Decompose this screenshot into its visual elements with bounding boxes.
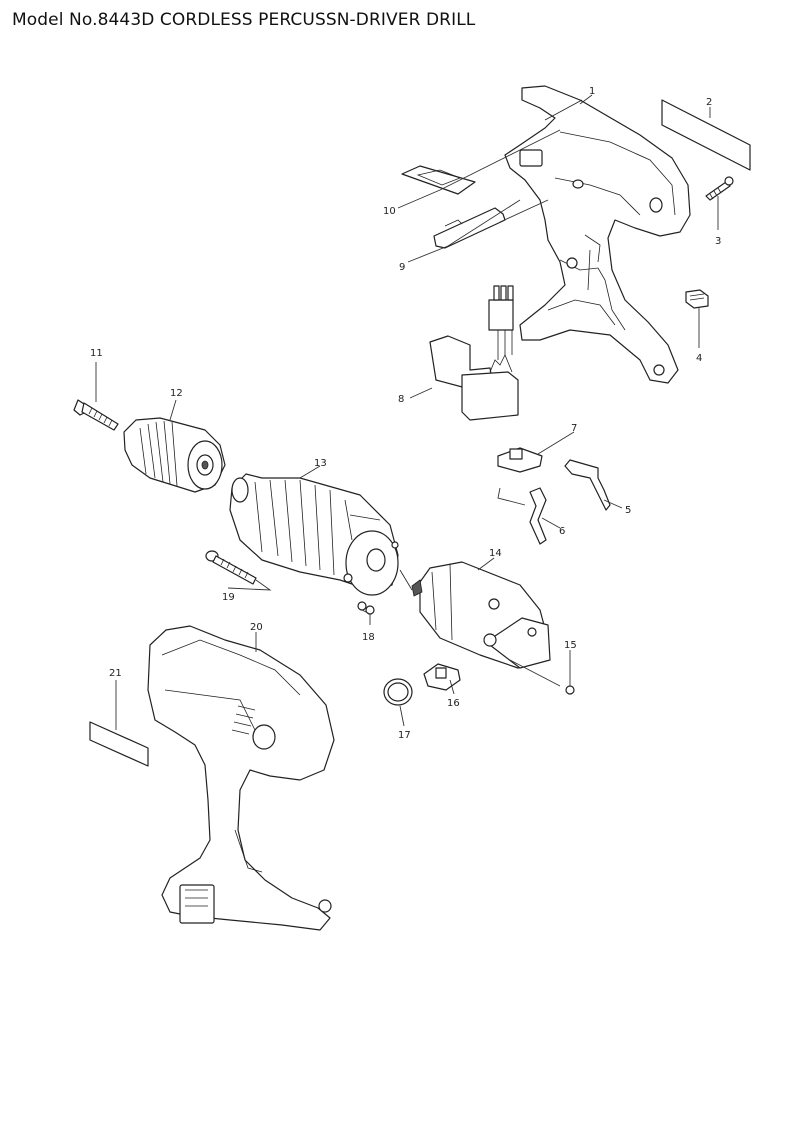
part-screw-3[interactable] — [705, 176, 734, 201]
callout-16: 16 — [447, 698, 460, 709]
part-terminal-7[interactable] — [497, 447, 543, 473]
callout-9: 9 — [399, 262, 405, 273]
callout-4: 4 — [696, 353, 702, 364]
callout-2: 2 — [706, 97, 712, 108]
callout-1: 1 — [589, 86, 595, 97]
part-housing-left[interactable] — [147, 625, 335, 931]
part-brush-16[interactable] — [423, 663, 461, 691]
part-lever-6[interactable] — [529, 487, 547, 545]
part-cap-17[interactable] — [383, 678, 413, 706]
part-button-9[interactable] — [433, 207, 506, 249]
callout-17: 17 — [398, 730, 411, 741]
part-bolt-11[interactable] — [73, 399, 119, 431]
part-clip-4[interactable] — [685, 289, 709, 309]
callout-14: 14 — [489, 548, 502, 559]
callout-8: 8 — [398, 394, 404, 405]
part-gear-assembly-13[interactable] — [229, 473, 399, 596]
part-label-2[interactable] — [661, 99, 751, 171]
part-screw-19[interactable] — [205, 550, 257, 585]
callout-6: 6 — [559, 526, 565, 537]
callout-13: 13 — [314, 458, 327, 469]
callout-21: 21 — [109, 668, 122, 679]
part-motor-14[interactable] — [411, 561, 551, 669]
callout-20: 20 — [250, 622, 263, 633]
leader-lines — [95, 94, 719, 730]
callout-5: 5 — [625, 505, 631, 516]
callout-11: 11 — [90, 348, 103, 359]
part-chuck-12[interactable] — [123, 417, 226, 493]
callout-12: 12 — [170, 388, 183, 399]
part-housing-right[interactable] — [504, 85, 691, 384]
callout-18: 18 — [362, 632, 375, 643]
callout-labels: 1 2 3 4 5 6 7 8 9 10 11 12 13 14 15 16 1… — [90, 86, 721, 741]
callout-15: 15 — [564, 640, 577, 651]
part-switch-8[interactable] — [429, 285, 519, 421]
page-title: Model No.8443D CORDLESS PERCUSSN-DRIVER … — [12, 10, 476, 30]
part-brace-5[interactable] — [564, 459, 611, 511]
callout-19: 19 — [222, 592, 235, 603]
callout-7: 7 — [571, 423, 577, 434]
part-plate-10[interactable] — [401, 165, 476, 195]
callout-3: 3 — [715, 236, 721, 247]
part-label-21[interactable] — [89, 721, 149, 767]
callout-10: 10 — [383, 206, 396, 217]
part-screw-15[interactable] — [565, 685, 575, 695]
